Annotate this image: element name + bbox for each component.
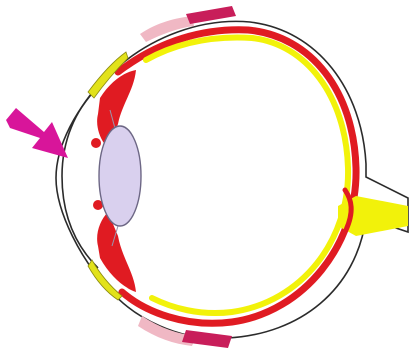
lens: [99, 126, 141, 226]
pointer-arrow-icon: [6, 108, 68, 158]
iris-upper-tip: [91, 138, 101, 148]
